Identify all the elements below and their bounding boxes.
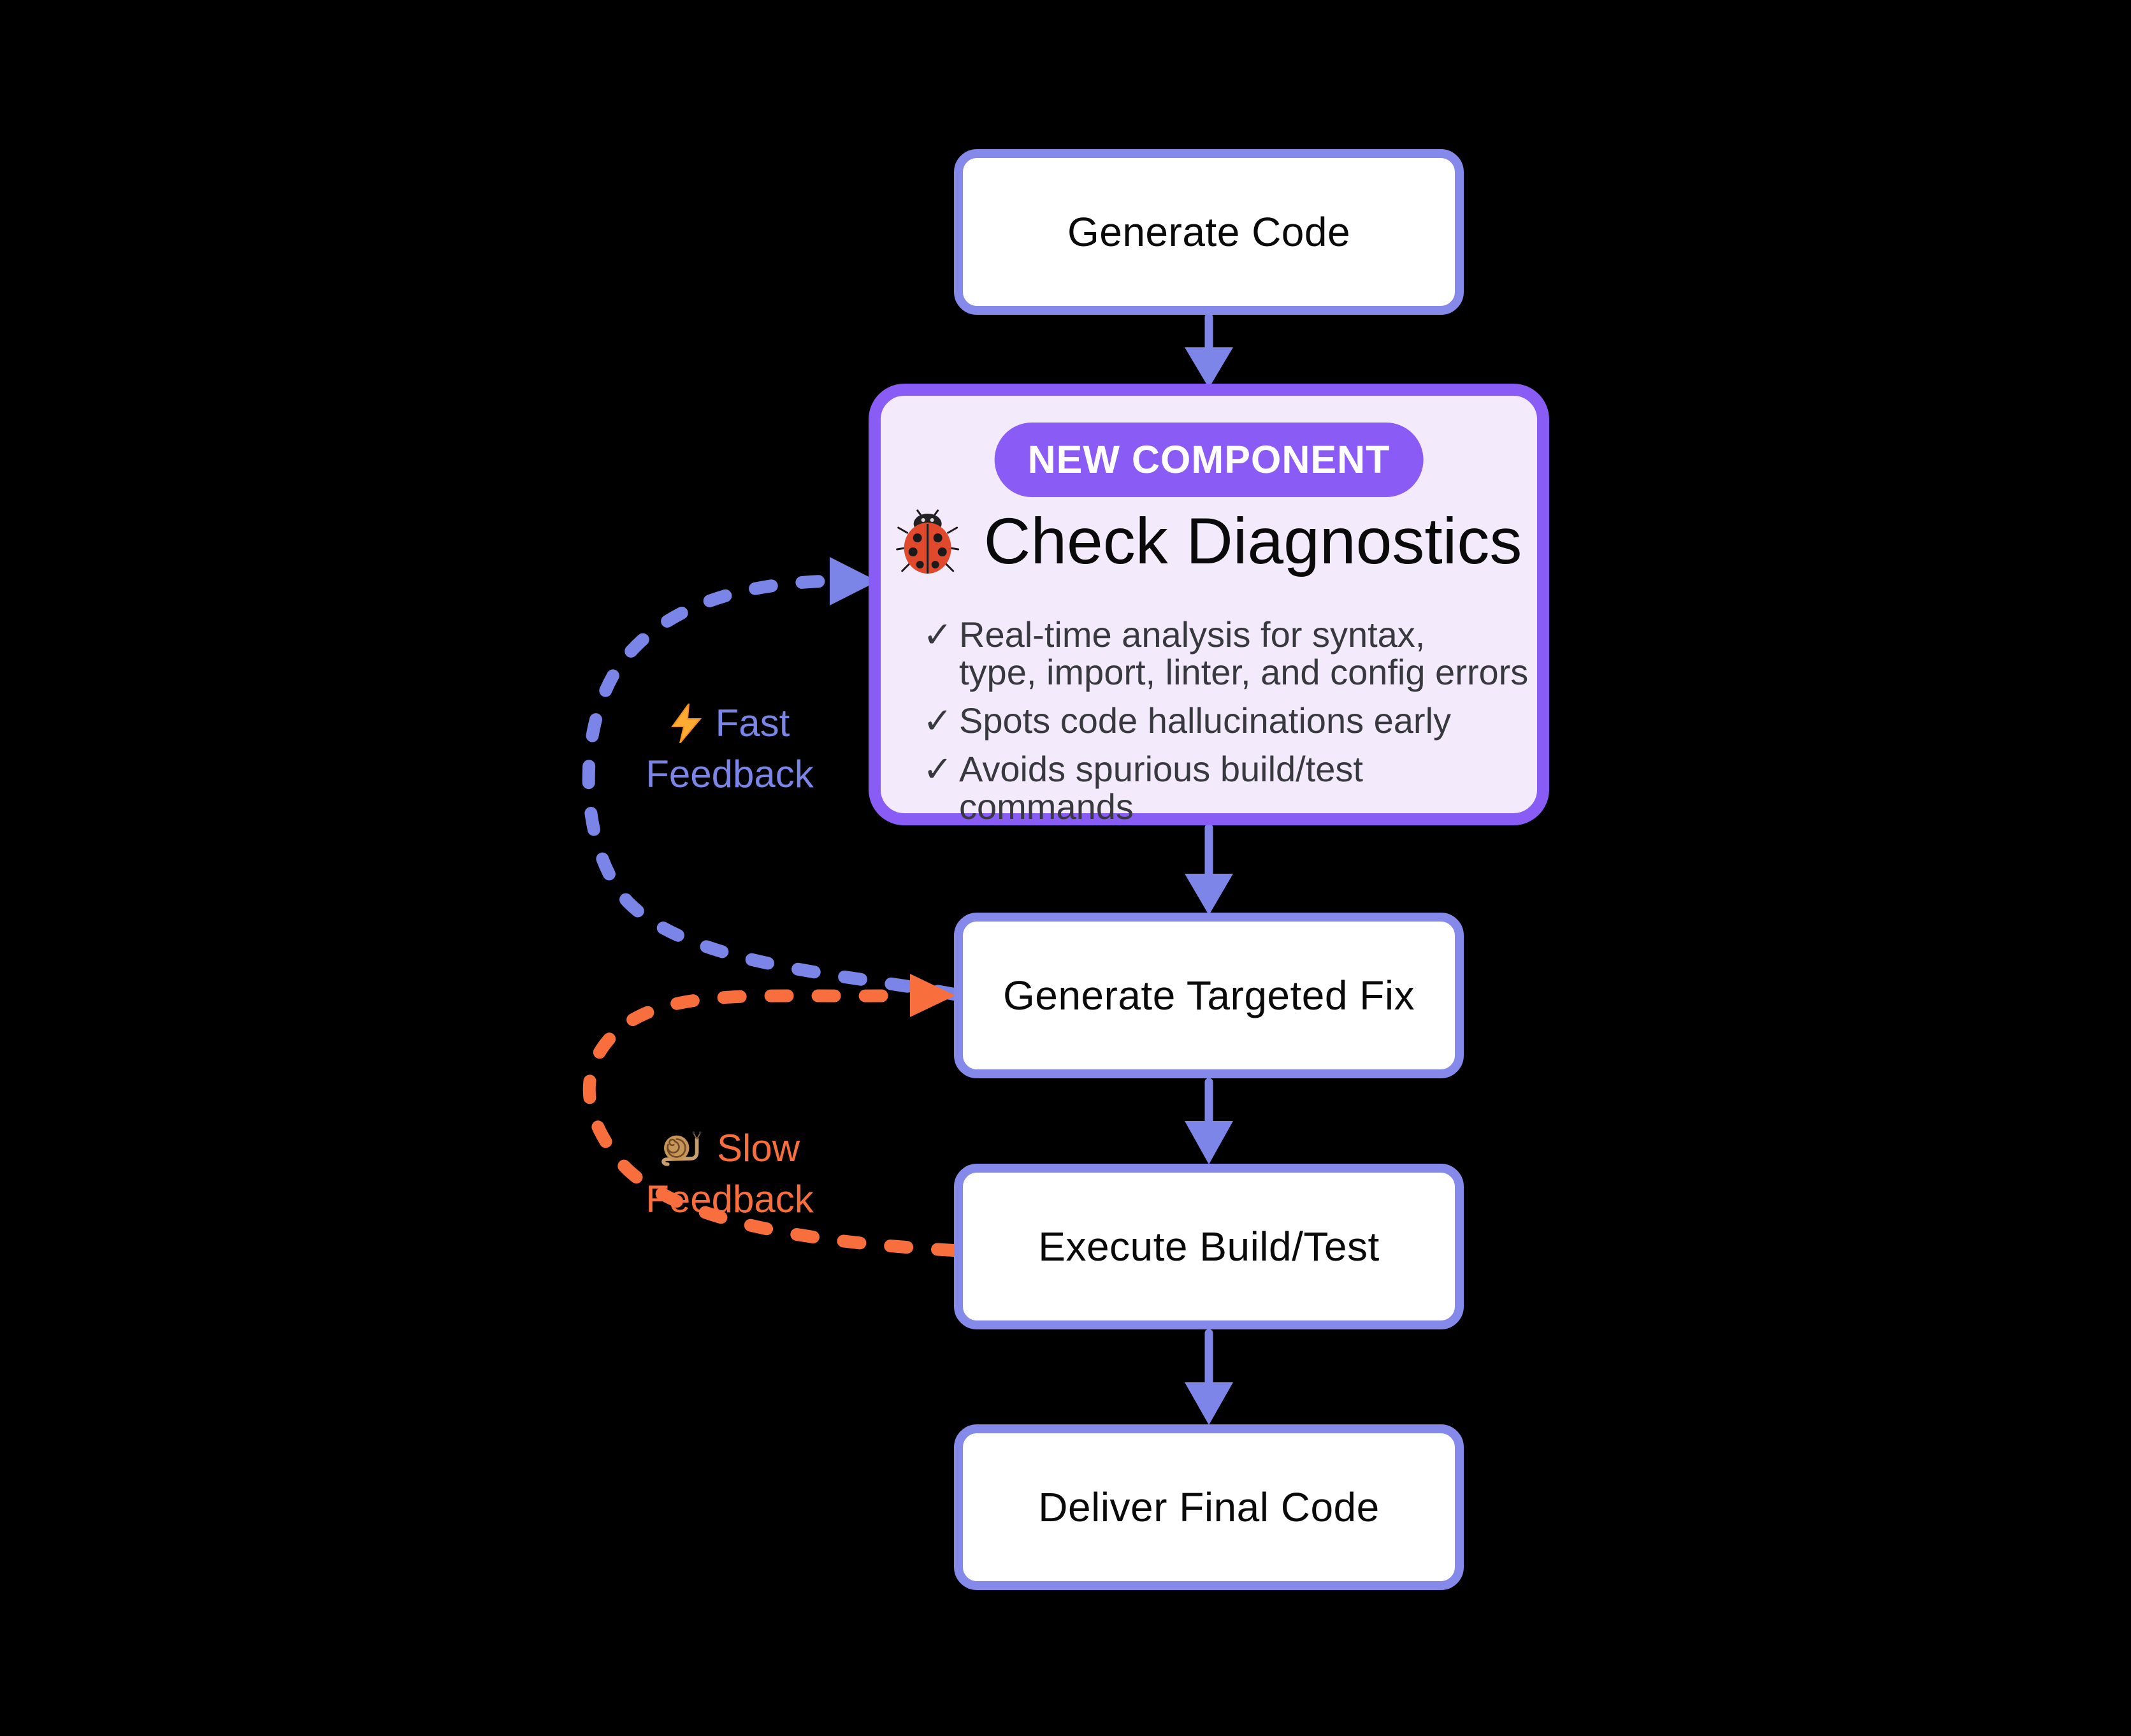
slow-feedback-label: Slow Feedback: [602, 1123, 857, 1225]
check-diagnostics-bullets: ✓ Real-time analysis for syntax, type, i…: [923, 616, 1535, 836]
bullet-spots-hallucinations: ✓ Spots code hallucinations early: [923, 702, 1535, 739]
checkmark-icon: ✓: [923, 614, 953, 655]
fast-feedback-path: [582, 575, 960, 1001]
ladybug-icon: [896, 509, 960, 574]
slow-feedback-line1: Slow: [602, 1123, 857, 1174]
check-diagnostics-title-row: Check Diagnostics: [896, 504, 1522, 579]
bullet-avoids-spurious: ✓ Avoids spurious build/test commands: [923, 750, 1535, 825]
checkmark-icon: ✓: [923, 700, 953, 741]
new-component-badge: NEW COMPONENT: [994, 423, 1424, 497]
fast-feedback-line1: Fast: [602, 698, 857, 749]
bullet-realtime-analysis: ✓ Real-time analysis for syntax, type, i…: [923, 616, 1535, 691]
fast-feedback-label: Fast Feedback: [602, 698, 857, 800]
bullet-line: Avoids spurious build/test commands: [959, 749, 1363, 827]
check-diagnostics-title: Check Diagnostics: [983, 505, 1522, 577]
slow-feedback-line2: Feedback: [646, 1178, 814, 1220]
flow-arrowhead-check-to-fix: [1185, 874, 1233, 915]
flow-arrowhead-fix-to-build: [1185, 1121, 1233, 1164]
checkmark-icon: ✓: [923, 749, 953, 789]
bullet-line: Spots code hallucinations early: [959, 700, 1452, 741]
fast-feedback-line2: Feedback: [646, 753, 814, 795]
snail-icon: [661, 1131, 702, 1166]
node-execute-build-test-label: Execute Build/Test: [1038, 1224, 1380, 1269]
lightning-icon: [670, 704, 702, 743]
node-generate-code: Generate Code: [954, 149, 1464, 315]
slow-feedback-arrowhead: [910, 974, 955, 1017]
node-generate-targeted-fix: Generate Targeted Fix: [954, 913, 1464, 1078]
node-deliver-final-code: Deliver Final Code: [954, 1424, 1464, 1590]
slow-feedback-path: [582, 989, 960, 1257]
bullet-line: Real-time analysis for syntax,: [959, 614, 1426, 655]
node-generate-targeted-fix-label: Generate Targeted Fix: [1002, 973, 1415, 1018]
slow-feedback-word: Slow: [716, 1127, 800, 1169]
node-check-diagnostics: NEW COMPONENT: [869, 384, 1549, 825]
fast-feedback-arrowhead: [830, 557, 878, 605]
flow-arrowhead-generate-to-check: [1185, 347, 1233, 388]
fast-feedback-word: Fast: [715, 702, 790, 744]
node-generate-code-label: Generate Code: [1067, 209, 1351, 255]
node-execute-build-test: Execute Build/Test: [954, 1164, 1464, 1329]
flow-arrowhead-build-to-deliver: [1185, 1382, 1233, 1425]
bullet-line: type, import, linter, and config errors: [959, 652, 1529, 692]
node-deliver-final-code-label: Deliver Final Code: [1038, 1484, 1380, 1530]
